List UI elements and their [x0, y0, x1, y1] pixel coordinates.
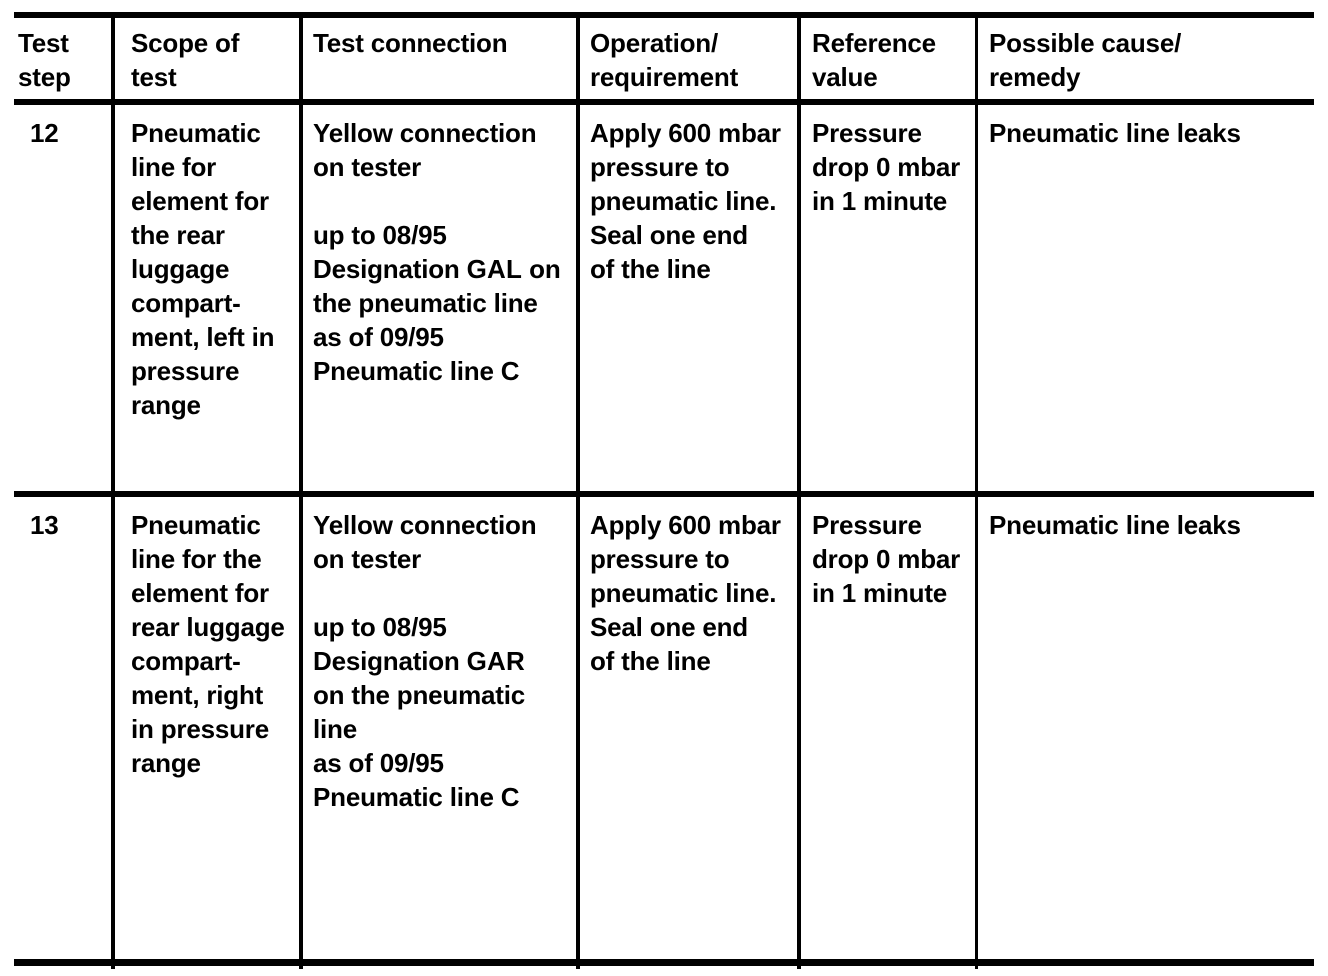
column-divider-1-header — [111, 16, 115, 101]
column-divider-1-row-13 — [111, 495, 115, 969]
column-header-possible-cause: Possible cause/ remedy — [989, 28, 1182, 92]
table-row-12-possible-cause: Pneumatic line leaks — [989, 118, 1241, 148]
table-row-13-test-step: 13 — [30, 510, 59, 540]
column-divider-5-row-12 — [975, 103, 978, 493]
column-divider-3-row-13 — [576, 495, 580, 969]
column-divider-3-header — [576, 16, 580, 101]
column-header-test-connection: Test connection — [313, 28, 508, 58]
pneumatic-line-code-c: C — [500, 356, 520, 386]
row-separator-rule — [14, 491, 1314, 497]
table-top-border — [14, 12, 1314, 18]
table-row-12-test-step: 12 — [30, 118, 59, 148]
column-divider-2-header — [299, 16, 303, 101]
text-segment-plain-2: on the pneumatic line as of 09/95 Pneuma… — [313, 254, 561, 386]
column-divider-4-row-13 — [797, 495, 801, 969]
text-segment-plain-2: on the pneumatic line as of 09/95 Pneuma… — [313, 680, 526, 812]
table-row-12-reference-value: Pressure drop 0 mbar in 1 minute — [812, 118, 961, 216]
table-row-12-test-connection: Yellow connection on tester up to 08/95 … — [313, 116, 575, 388]
text-segment-plain: Yellow connection on tester up to 08/95 … — [313, 510, 537, 676]
column-divider-5-header — [975, 16, 978, 101]
column-header-reference-value: Reference value — [812, 28, 936, 92]
table-row-13-operation: Apply 600 mbar pressure to pneumatic lin… — [590, 510, 781, 676]
table-row-13-reference-value: Pressure drop 0 mbar in 1 minute — [812, 510, 961, 608]
column-divider-4-header — [797, 16, 801, 101]
column-divider-2-row-12 — [299, 103, 303, 493]
pneumatic-line-code-c: C — [500, 782, 520, 812]
column-header-test-step: Test step — [18, 28, 71, 92]
table-row-12-operation: Apply 600 mbar pressure to pneumatic lin… — [590, 118, 781, 284]
text-segment-plain: Yellow connection on tester up to 08/95 … — [313, 118, 537, 284]
table-bottom-border — [14, 959, 1314, 966]
column-header-operation: Operation/ requirement — [590, 28, 739, 92]
table-row-12-scope-of-test: Pneumatic line for element for the rear … — [131, 118, 275, 420]
column-divider-4-row-12 — [797, 103, 801, 493]
table-row-13-possible-cause: Pneumatic line leaks — [989, 510, 1241, 540]
header-separator-rule — [14, 99, 1314, 105]
designation-code-gar: GAR — [466, 646, 526, 676]
column-divider-2-row-13 — [299, 495, 303, 969]
designation-code-gal: GAL — [466, 254, 523, 284]
table-row-13-test-connection: Yellow connection on tester up to 08/95 … — [313, 508, 575, 814]
column-divider-1-row-12 — [111, 103, 115, 493]
column-divider-5-row-13 — [975, 495, 978, 969]
table-row-13-scope-of-test: Pneumatic line for the element for rear … — [131, 510, 285, 778]
column-header-scope-of-test: Scope of test — [131, 28, 240, 92]
column-divider-3-row-12 — [576, 103, 580, 493]
